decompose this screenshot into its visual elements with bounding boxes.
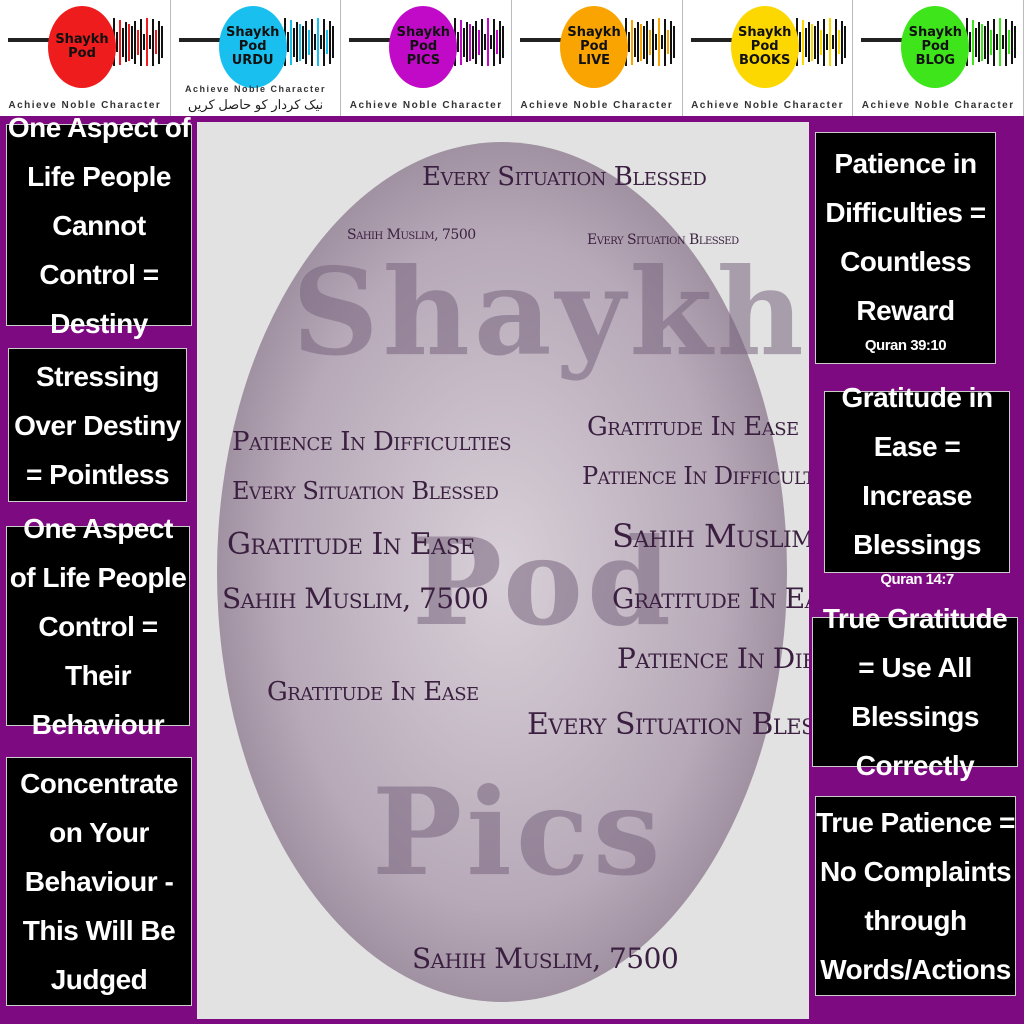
logo-text: Pod: [750, 39, 779, 54]
box-text: Patience in Difficulties = Countless Rew…: [825, 148, 986, 326]
waveform-icon: [349, 38, 400, 42]
right-box-4: True Patience = No Complaints through Wo…: [815, 796, 1016, 996]
logo-text: BOOKS: [738, 53, 791, 68]
logo-circle: Shaykh Pod PICS: [389, 6, 458, 88]
quran-reference: Quran 14:7: [880, 571, 954, 588]
waveform-icon: [690, 38, 741, 42]
logo-main[interactable]: Shaykh Pod Achieve Noble Character: [0, 0, 171, 116]
word-cloud-phrase: Patience In Difficulties: [582, 462, 809, 490]
logo-text: Shaykh: [396, 25, 451, 40]
quran-reference: Quran 39:10: [864, 337, 947, 354]
word-cloud-phrase: Gratitude In Ease: [612, 582, 809, 615]
word-cloud-phrase: Patience In Difficulties: [617, 642, 809, 675]
urdu-tagline: نیک کردار کو حاصل کریں: [187, 97, 324, 112]
logo-text: Shaykh: [908, 25, 963, 40]
logo-circle: Shaykh Pod URDU: [218, 6, 287, 88]
word-cloud-phrase: Sahih Muslim, 7500: [412, 942, 679, 975]
tagline: Achieve Noble Character: [349, 100, 503, 111]
waveform-icon: [963, 18, 1018, 66]
waveform-icon: [451, 18, 506, 66]
word-cloud-phrase: Sahih Muslim, 7500: [347, 227, 476, 243]
big-word-pics: Pics: [372, 762, 665, 903]
waveform-icon: [280, 18, 336, 66]
logo-circle: Shaykh Pod BLOG: [901, 6, 970, 88]
waveform-icon: [861, 38, 912, 42]
box-text: Concentrate on Your Behaviour - This Wil…: [20, 768, 178, 995]
word-cloud-phrase: Patience In Difficulties: [232, 427, 512, 457]
box-text: One Aspect of Life People Control = Thei…: [9, 512, 187, 740]
left-box-4: Concentrate on Your Behaviour - This Wil…: [6, 757, 192, 1006]
big-word-shaykh: Shaykh: [292, 242, 808, 383]
logo-text: URDU: [231, 53, 274, 68]
tagline: Achieve Noble Character: [691, 100, 844, 111]
logo-text: Pod: [238, 39, 267, 54]
logo-text: Pod: [409, 39, 438, 54]
left-box-1: One Aspect of Life People Cannot Control…: [6, 112, 192, 339]
box-text: True Patience = No Complaints through Wo…: [816, 807, 1015, 985]
logo-pics[interactable]: Shaykh Pod PICS Achieve Noble Character: [341, 0, 513, 116]
right-box-1: Patience in Difficulties = Countless Rew…: [815, 132, 996, 364]
left-box-3: One Aspect of Life People Control = Thei…: [6, 513, 190, 740]
tagline: Achieve Noble Character: [8, 100, 162, 111]
logo-text: BLOG: [915, 53, 956, 68]
logo-text: LIVE: [577, 53, 611, 68]
logo-text: Shaykh: [567, 25, 621, 40]
tagline: Achieve Noble Character: [520, 100, 674, 111]
logo-text: Pod: [580, 39, 608, 54]
box-text: One Aspect of Life People Cannot Control…: [7, 111, 191, 339]
logo-books[interactable]: Shaykh Pod BOOKS Achieve Noble Character: [683, 0, 854, 116]
box-text: Stressing Over Destiny = Pointless: [14, 360, 181, 490]
logo-circle: Shaykh Pod LIVE: [560, 6, 629, 88]
word-cloud-phrase: Sahih Muslim, 7500: [222, 582, 489, 615]
waveform-icon: [110, 18, 165, 66]
logo-blog[interactable]: Shaykh Pod BLOG Achieve Noble Character: [853, 0, 1024, 116]
word-cloud-disc: [217, 142, 787, 1002]
tagline: Achieve Noble Character: [861, 100, 1015, 111]
box-text: Gratitude in Ease = Increase Blessings: [841, 382, 993, 560]
big-word-pod: Pod: [412, 512, 675, 653]
waveform-icon: [792, 18, 848, 66]
word-cloud-phrase: Gratitude In Ease: [227, 527, 475, 562]
word-cloud-phrase: Sahih Muslim, 7500: [612, 517, 809, 555]
word-cloud-phrase: Gratitude In Ease: [267, 677, 479, 707]
box-text: True Gratitude = Use All Blessings Corre…: [822, 603, 1008, 781]
logo-text: Pod: [921, 39, 950, 54]
word-cloud-phrase: Every Situation Blessed: [527, 707, 809, 742]
header-logos: Shaykh Pod Achieve Noble Character Shayk…: [0, 0, 1024, 116]
word-cloud-phrase: Gratitude In Ease: [587, 412, 799, 442]
logo-text: Shaykh: [738, 25, 792, 40]
waveform-icon: [520, 38, 571, 42]
logo-text: Pod: [68, 46, 96, 61]
waveform-icon: [178, 38, 229, 42]
logo-circle: Shaykh Pod: [48, 6, 116, 88]
tagline: Achieve Noble Character: [184, 84, 327, 94]
left-box-2: Stressing Over Destiny = Pointless: [8, 348, 187, 502]
logo-circle: Shaykh Pod BOOKS: [730, 6, 799, 88]
right-box-3: True Gratitude = Use All Blessings Corre…: [812, 603, 1018, 781]
logo-text: PICS: [406, 53, 441, 68]
logo-text: Shaykh: [225, 25, 280, 40]
logo-live[interactable]: Shaykh Pod LIVE Achieve Noble Character: [512, 0, 683, 116]
waveform-icon: [8, 38, 58, 42]
word-cloud-phrase: Every Situation Blessed: [232, 477, 499, 505]
logo-text: Shaykh: [55, 32, 109, 47]
waveform-icon: [622, 18, 677, 66]
word-cloud-phrase: Every Situation Blessed: [587, 232, 739, 248]
logo-urdu[interactable]: Shaykh Pod URDU Achieve Noble Character ن…: [171, 0, 342, 116]
word-cloud-phrase: Every Situation Blessed: [422, 162, 707, 192]
